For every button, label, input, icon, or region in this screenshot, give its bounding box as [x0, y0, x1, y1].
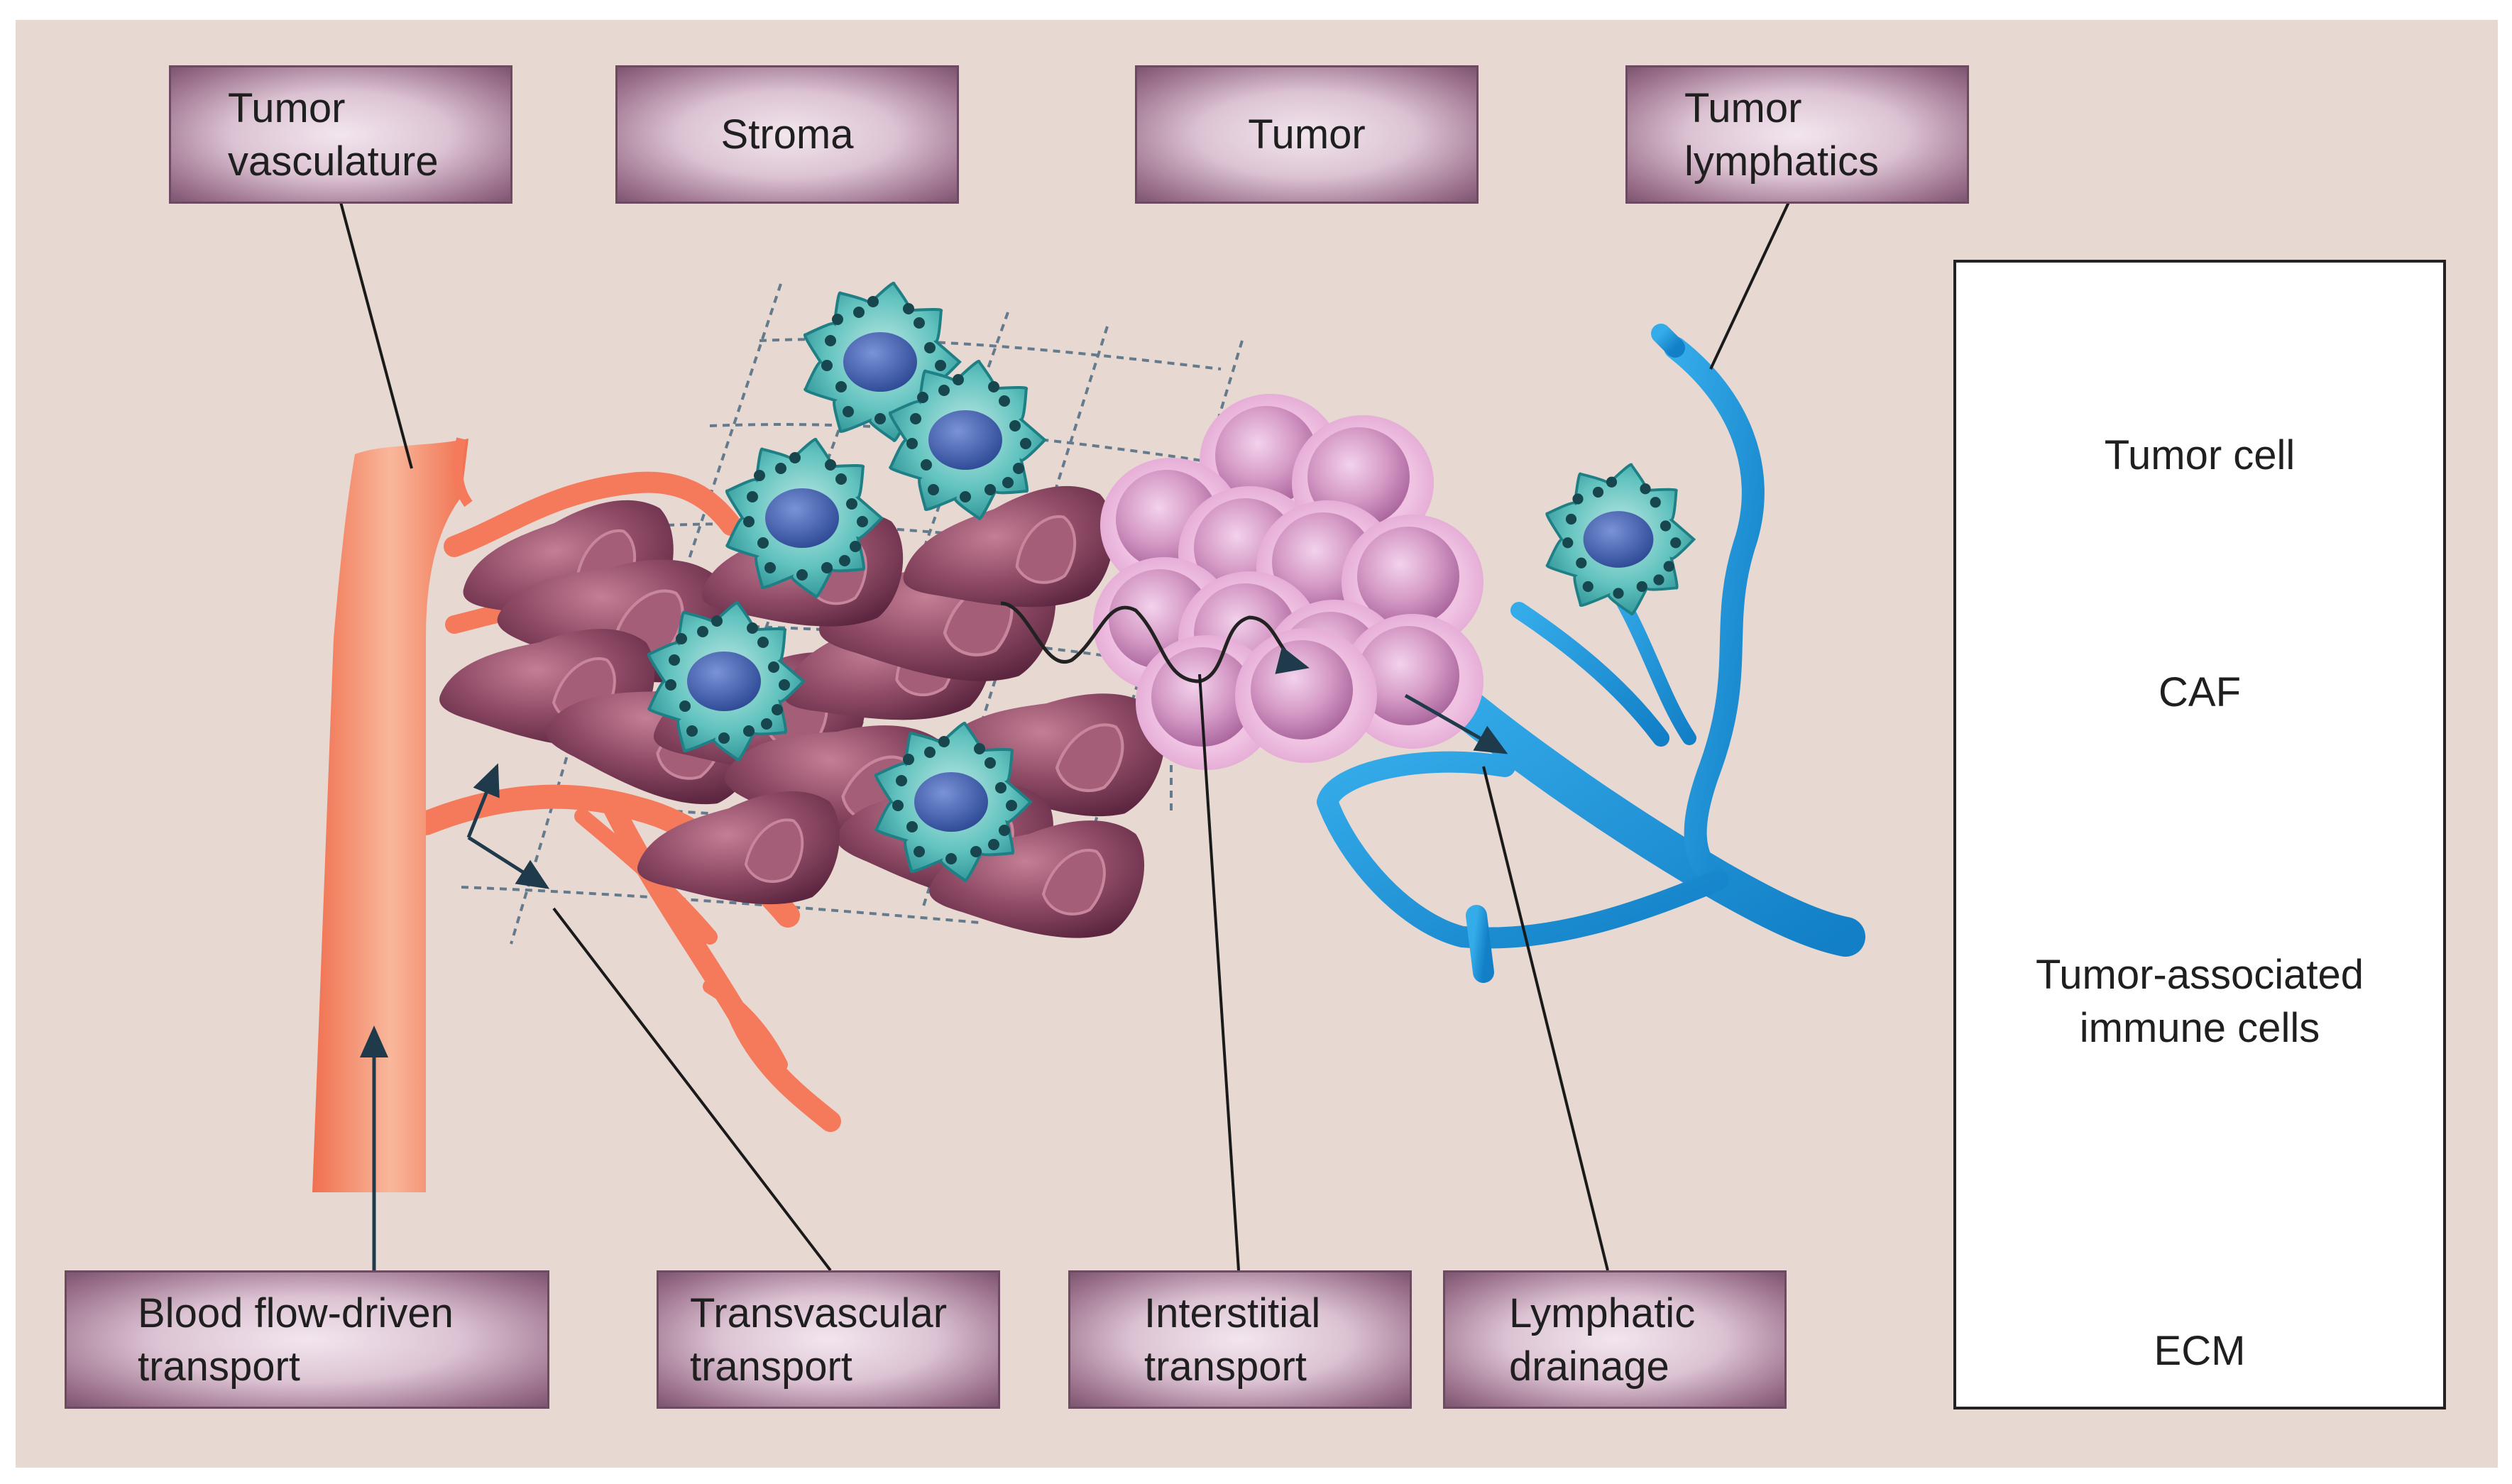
legend-label-ecm: ECM — [2154, 1328, 2246, 1374]
lymph-upper — [1664, 336, 1765, 891]
interstitial-path — [1000, 601, 1310, 683]
drainage-arrow — [1404, 693, 1508, 754]
immune-cell — [725, 437, 884, 598]
lymph-stub — [1466, 905, 1494, 983]
immune-cell-group — [647, 281, 1696, 882]
leader-transvascular — [552, 907, 832, 1272]
legend-label-immune-cells: Tumor-associated immune cells — [2035, 952, 2364, 1051]
lymph-main — [1414, 661, 1865, 957]
legend-label-caf: CAF — [2159, 669, 2241, 715]
legend-box: Tumor cell CAF Tumor-associated immune c… — [1953, 260, 2446, 1409]
lymph-left-arc — [1317, 751, 1728, 949]
leader-lines — [339, 202, 1790, 1272]
label-stroma: Stroma — [615, 65, 959, 204]
lymph-twig-a — [1510, 602, 1669, 747]
immune-cell — [1545, 463, 1696, 616]
label-interstitial-transport: Interstitial transport — [1068, 1270, 1412, 1409]
leader-interstitial — [1198, 674, 1240, 1271]
transvascular-arrow-right — [467, 835, 550, 889]
lymph-top-tip — [1651, 324, 1685, 358]
leader-vasculature — [339, 202, 413, 469]
caf-cell — [637, 791, 840, 905]
tumor-cell — [1235, 628, 1377, 763]
legend-label-tumor-cell: Tumor cell — [2104, 432, 2296, 478]
vessel-trunk — [312, 439, 468, 1192]
transvascular-arrow-up — [466, 763, 500, 838]
label-tumor: Tumor — [1135, 65, 1479, 204]
label-transvascular-transport: Transvascular transport — [657, 1270, 1000, 1409]
immune-cell — [647, 600, 806, 762]
tumor-cell — [1342, 614, 1483, 749]
label-lymphatic-drainage: Lymphatic drainage — [1443, 1270, 1787, 1409]
vessel-branch-upper — [444, 471, 742, 557]
leader-lymphatic-drainage — [1482, 766, 1609, 1271]
label-blood-flow-transport: Blood flow-driven transport — [65, 1270, 549, 1409]
tumor-cell-cluster — [1093, 394, 1483, 770]
label-tumor-lymphatics: Tumor lymphatics — [1625, 65, 1969, 204]
vessel-branch-twig — [703, 979, 788, 1072]
label-tumor-vasculature: Tumor vasculature — [169, 65, 512, 204]
immune-cell — [888, 359, 1047, 520]
immune-cell — [874, 721, 1033, 882]
vessel-cap — [452, 437, 473, 507]
caf-cell — [903, 485, 1114, 608]
leader-lymphatics — [1709, 202, 1790, 370]
